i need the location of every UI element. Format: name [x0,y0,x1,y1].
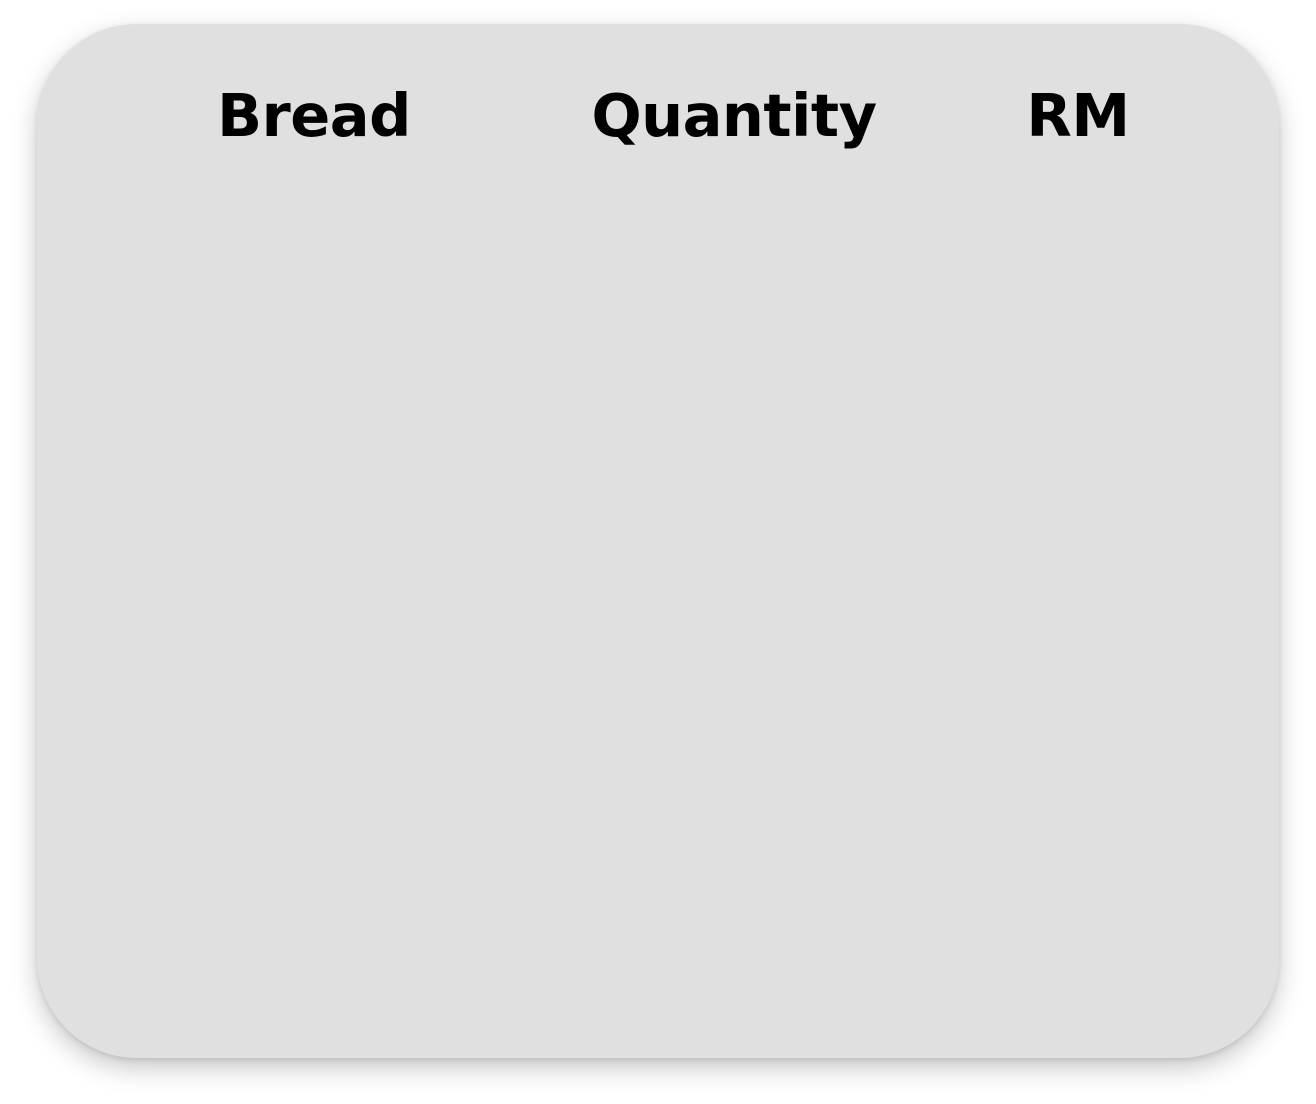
column-header-rm: RM [1026,81,1130,150]
table-header-row: Bread Quantity RM [37,24,1279,174]
column-header-bread: Bread [217,81,411,150]
column-header-quantity: Quantity [591,81,877,150]
table-body [37,174,1279,1034]
order-table-panel: Bread Quantity RM [37,24,1279,1058]
